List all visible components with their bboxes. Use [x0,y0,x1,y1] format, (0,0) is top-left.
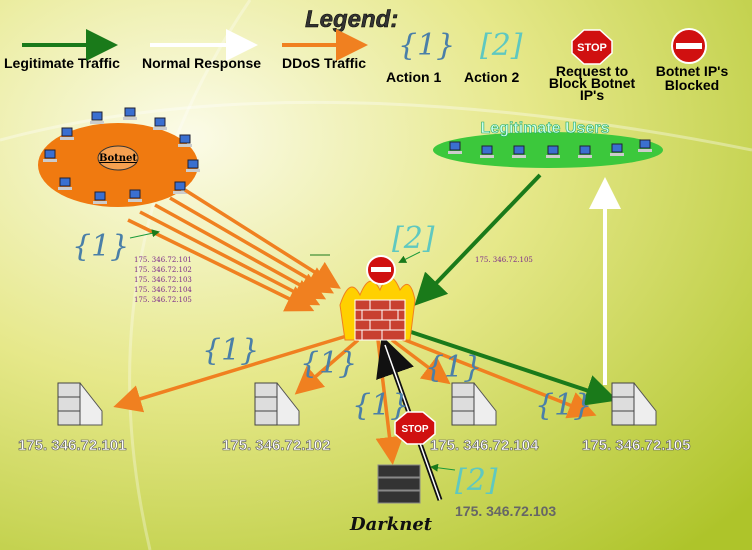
action2-label-firewall: [2] [392,221,435,256]
legend-title: Legend: [305,6,398,33]
legit-forward-line [404,328,618,406]
svg-text:Block Botnet: Block Botnet [549,75,636,91]
stop-sign-icon: STOP [571,29,613,65]
svg-text:175. 346.72.105: 175. 346.72.105 [582,437,690,454]
botnet-label: Botnet [99,153,137,164]
svg-text:{1}: {1} [535,388,592,423]
svg-text:{1}: {1} [300,346,357,381]
svg-text:{1}: {1} [425,350,482,385]
legend-ddos-label: DDoS Traffic [282,55,366,71]
svg-text:175. 346.72.103: 175. 346.72.103 [134,276,192,284]
darknet-ip: 175. 346.72.103 [455,503,556,519]
legend-normal-label: Normal Response [142,55,261,71]
legitimate-users-cluster: Legitimate Users [433,120,663,168]
svg-text:175. 346.72.101: 175. 346.72.101 [18,437,126,454]
botnet-blocked-icon [366,255,396,285]
legit-users-label: Legitimate Users [481,120,610,137]
svg-text:{1}: {1} [202,333,259,368]
action1-symbol: {1} [398,28,455,63]
svg-text:Blocked: Blocked [665,77,719,93]
server-102: 175. 346.72.102 [222,382,331,454]
legend-legit-label: Legitimate Traffic [4,55,120,71]
svg-text:STOP: STOP [401,424,428,435]
legit-ip-label: 175. 346.72.105 [475,256,533,264]
svg-text:175. 346.72.104: 175. 346.72.104 [430,437,539,454]
action2-label: Action 2 [464,69,519,85]
svg-text:IP's: IP's [580,87,605,103]
action1-label: Action 1 [386,69,441,85]
darknet-server: Darknet 175. 346.72.103 [349,464,556,535]
legend: Legend: Legitimate Traffic Normal Respon… [4,6,728,103]
svg-text:175. 346.72.104: 175. 346.72.104 [134,286,192,294]
svg-text:STOP: STOP [577,42,607,54]
server-105: 175. 346.72.105 [582,382,691,454]
legit-traffic-line [414,173,542,306]
server-104: 175. 346.72.104 [430,382,539,454]
svg-text:175. 346.72.102: 175. 346.72.102 [222,437,330,454]
server-101: 175. 346.72.101 [18,382,127,454]
forwarded-traffic-lines [113,333,597,465]
svg-text:175. 346.72.105: 175. 346.72.105 [134,296,192,304]
botnet-cluster: Botnet [38,107,201,207]
stop-request-icon: STOP [394,411,436,445]
svg-text:Botnet IP's: Botnet IP's [656,63,729,79]
no-entry-icon [671,28,707,64]
action2-label-darknet: [2] [455,463,498,498]
firewall-icon [339,277,416,341]
blocked-ip-list: 175. 346.72.101 175. 346.72.102 175. 346… [134,256,192,304]
action2-symbol: [2] [480,28,523,63]
svg-text:Request to: Request to [556,63,628,79]
darknet-label: Darknet [349,514,433,535]
action1-label-botnet: {1} [72,229,129,264]
svg-text:175. 346.72.102: 175. 346.72.102 [134,266,192,274]
svg-text:175. 346.72.101: 175. 346.72.101 [134,256,192,264]
